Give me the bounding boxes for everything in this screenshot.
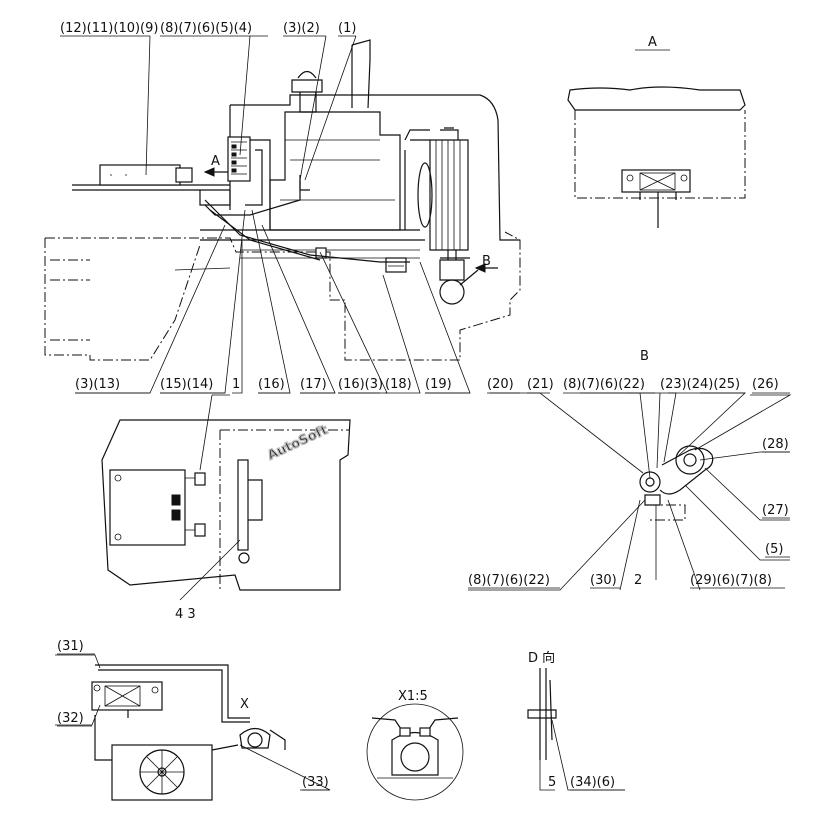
view-a-title: A	[648, 35, 657, 50]
callout-8-22a: (8)(7)(6)(22)	[563, 377, 645, 392]
callout-30: (30)	[590, 573, 617, 588]
callout-15-14: (15)(14)	[160, 377, 213, 392]
detail-x-scale: X1:5	[398, 689, 428, 704]
number-2: 2	[634, 573, 642, 588]
callout-3-13: (3)(13)	[75, 377, 120, 392]
view-d	[527, 668, 625, 791]
detail-x	[366, 703, 464, 801]
callout-34-6: (34)(6)	[570, 775, 615, 790]
callout-19: (19)	[425, 377, 452, 392]
callout-20: (20)	[487, 377, 514, 392]
callout-16-3: (16)(3)	[338, 377, 383, 392]
callout-16a: (16)	[258, 377, 285, 392]
arrow-a-label: A	[211, 154, 220, 169]
callout-31: (31)	[57, 639, 84, 654]
callout-29-8: (29)(6)(7)(8)	[690, 573, 772, 588]
main-view-leaders	[60, 35, 471, 394]
callout-23-25: (23)(24)(25)	[660, 377, 740, 392]
callout-5a: (5)	[765, 542, 783, 557]
callout-12-9: (12)(11)(10)(9)	[60, 21, 158, 36]
callout-underlines	[57, 392, 790, 791]
callout-3-2: (3)(2)	[283, 21, 320, 36]
callout-21: (21)	[527, 377, 554, 392]
callout-1: (1)	[338, 21, 356, 36]
callout-18: (18)	[385, 377, 412, 392]
ac-plan-view	[101, 394, 351, 601]
view-a	[567, 49, 746, 228]
view-b-title: B	[640, 349, 649, 364]
arrow-b-label: B	[482, 254, 491, 269]
view-d-title: D 向	[528, 650, 555, 666]
callout-27: (27)	[762, 503, 789, 518]
detail-x-label: X	[240, 697, 249, 712]
callout-8-4: (8)(7)(6)(5)(4)	[160, 21, 252, 36]
callout-28: (28)	[762, 437, 789, 452]
view-b	[468, 392, 792, 591]
bottom-left-system	[55, 654, 331, 801]
number-4-3: 4 3	[175, 607, 196, 622]
callout-32: (32)	[57, 711, 84, 726]
number-1-top: 1	[232, 377, 240, 392]
callout-33: (33)	[302, 775, 329, 790]
callout-17: (17)	[300, 377, 327, 392]
callout-26: (26)	[752, 377, 779, 392]
callout-8-22b: (8)(7)(6)(22)	[468, 573, 550, 588]
labels: (12)(11)(10)(9) (8)(7)(6)(5)(4) (3)(2) (…	[57, 21, 789, 790]
number-5: 5	[548, 775, 556, 790]
watermark-text: AutoSoft	[265, 423, 330, 464]
main-side-view	[44, 39, 521, 361]
